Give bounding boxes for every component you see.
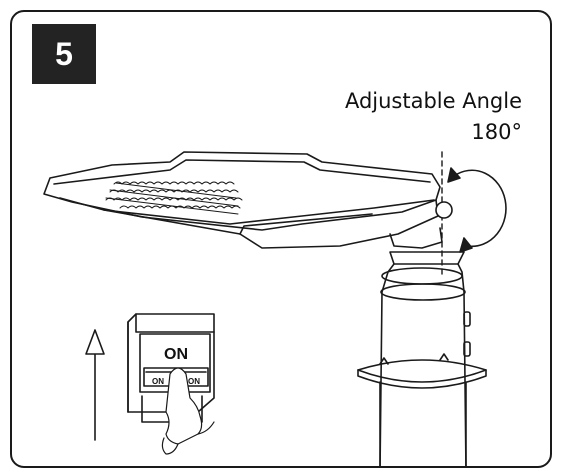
step-number: 5 bbox=[55, 35, 73, 72]
angle-caption: Adjustable Angle 180° bbox=[345, 86, 522, 148]
pole bbox=[357, 251, 487, 466]
led-module bbox=[105, 181, 243, 215]
rotation-indicator bbox=[435, 151, 507, 279]
step-number-badge: 5 bbox=[32, 24, 96, 84]
switch-left-label: ON bbox=[152, 377, 164, 386]
switch-box bbox=[127, 313, 215, 455]
switch-right-label: ON bbox=[188, 377, 200, 386]
caption-line-2: 180° bbox=[471, 120, 522, 144]
up-arrow-icon bbox=[85, 329, 105, 441]
instruction-panel: 5 Adjustable Angle 180° bbox=[10, 10, 552, 468]
caption-line-1: Adjustable Angle bbox=[344, 89, 522, 113]
street-light-illustration: ON ON ON bbox=[43, 151, 507, 466]
switch-main-label: ON bbox=[164, 346, 188, 363]
luminaire-head bbox=[43, 151, 443, 249]
